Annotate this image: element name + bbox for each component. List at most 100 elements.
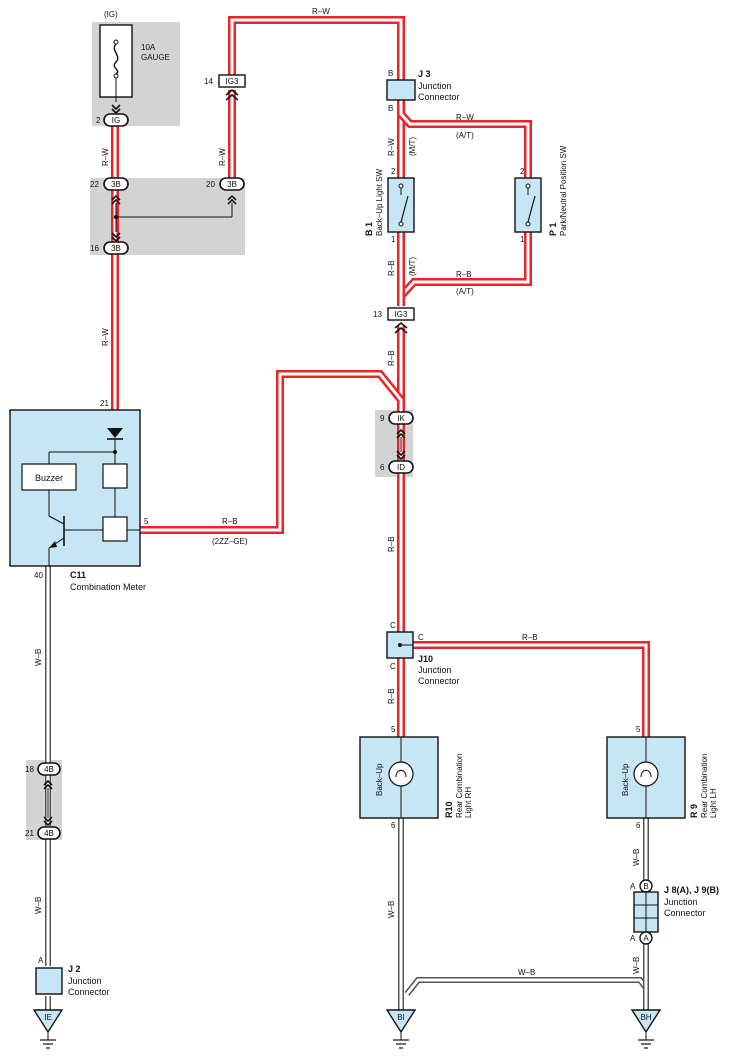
diode-icon [107,428,123,438]
connector-3b-16: 3B 16 [90,232,129,255]
label-rb-meter: R–B [222,517,238,526]
j8-b-circle: B [643,882,648,891]
wires [45,16,650,1010]
wire-rb-to-meter [140,370,405,534]
connector-4b-18: 4B 18 [25,762,61,790]
connector-code: 4B [44,765,54,774]
lh-name1: Rear Combination [700,754,709,818]
j3-pin-bottom: B [388,104,393,113]
label-rw-top: R–W [312,7,330,16]
connector-code: 3B [111,244,121,253]
backup-light-switch: 2 1 B 1 Back–Up Light SW [364,167,415,244]
wire-wb-cross [404,977,649,996]
connector-3b-22: 3B 22 [90,177,129,205]
connector-pin: 20 [206,180,215,189]
rh-pin-in: 5 [391,725,396,734]
backup-sw-pin-bottom: 1 [391,235,396,244]
j2-ref: J 2 [68,964,81,974]
rh-bulb-label: Back–Up [375,763,384,796]
meter-ref: C11 [70,570,86,580]
rear-combination-light-lh: Back–Up 5 6 R 9 Rear Combination Light L… [606,725,718,830]
logic-box [102,516,128,542]
backup-sw-ref: B 1 [364,222,374,236]
wire-rb-j10-to-lh [412,641,650,737]
j3-name1: Junction [418,81,452,91]
wire-rb-park-sw-out [398,232,532,299]
label-rb-ig3: R–B [387,350,396,366]
park-sw-name: Park/Neutral Position SW [559,145,568,236]
j8-ref: J 8(A), J 9(B) [664,885,719,895]
j8-a-circle: A [643,934,649,943]
connector-ig-top: IG 2 [96,104,129,127]
label-rw-fuse: R–W [101,148,110,166]
connector-ik-9: IK 9 [380,411,414,439]
rh-pin-out: 6 [391,821,396,830]
connector-code: 3B [111,180,121,189]
backup-sw-name: Back–Up Light SW [375,168,384,236]
backup-sw-pin-top: 2 [391,167,396,176]
fuse-name: GAUGE [141,53,170,62]
buzzer-label: Buzzer [35,473,63,483]
j10-name2: Connector [418,676,460,686]
label-mt-top: (M/T) [408,137,417,156]
meter-engine-note: (2ZZ–GE) [212,537,248,546]
ground-ie-label: IE [44,1013,52,1022]
ground-bh-label: BH [640,1013,651,1022]
rh-name1: Rear Combination [455,754,464,818]
j3-ref: J 3 [418,69,431,79]
fuse-terminal-top [113,39,119,45]
bulb-icon [633,761,659,787]
label-wb-cross: W–B [518,968,535,977]
j2-name2: Connector [68,987,110,997]
label-at-top: (A/T) [456,131,474,140]
connector-id-6: ID 6 [380,437,414,474]
combination-meter: Buzzer 21 5 40 C11 Combination Meter (2Z… [9,399,248,592]
park-sw-pin-bottom: 1 [520,235,525,244]
wire-rw-to-park-sw [398,111,532,178]
connector-pin: 2 [96,116,101,125]
connector-ig3-14: IG3 14 [204,74,246,101]
lh-bulb-label: Back–Up [621,763,630,796]
label-wb-j8: W–B [632,957,641,974]
j10-ref: J10 [418,654,433,664]
bulb-icon [388,761,414,787]
j8-name2: Connector [664,908,706,918]
j2-name1: Junction [68,976,102,986]
label-mt-bottom: (M/T) [408,257,417,276]
j10-name1: Junction [418,665,452,675]
label-rw-park: R–W [456,113,474,122]
fuse-terminal-bottom [113,73,119,79]
j10-pin-top: C [390,621,396,630]
meter-name: Combination Meter [70,582,146,592]
rear-combination-light-rh: Back–Up 5 6 R10 Rear Combination Light R… [359,725,473,830]
ground-bi-label: BI [397,1013,405,1022]
connector-pin: 14 [204,77,213,86]
fuse-source-label: (IG) [104,10,118,19]
connector-code: IG3 [226,77,239,86]
label-rb-id: R–B [387,536,396,552]
wire-rw-top [228,16,405,80]
connector-code: IG3 [395,310,408,319]
lh-ref: R 9 [689,804,699,818]
meter-pin-ground: 40 [34,571,43,580]
junction-connector-j8-j9: B A A A J 8(A), J 9(B) Junction Connecto… [630,879,719,945]
junction-connector-j10: C C C J10 Junction Connector [386,621,460,686]
j2-pin: A [38,956,44,965]
relay-coil-box [102,463,128,489]
label-rw-backup: R–W [387,138,396,156]
buzzer-box [21,463,77,491]
label-rw-20: R–W [218,148,227,166]
park-sw-ref: P 1 [548,223,558,236]
connector-pin: 16 [90,244,99,253]
connector-pin: 9 [380,414,385,423]
j3-pin-top: B [388,69,393,78]
ground-bi: BI [385,1009,417,1049]
connector-pin: 6 [380,463,385,472]
connector-4b-21: 4B 21 [25,788,61,840]
label-rb-park: R–B [456,270,472,279]
label-wb-rh: W–B [387,901,396,918]
j8-a-left: A [630,934,636,943]
connector-pin: 13 [373,310,382,319]
park-sw-pin-top: 2 [520,167,525,176]
